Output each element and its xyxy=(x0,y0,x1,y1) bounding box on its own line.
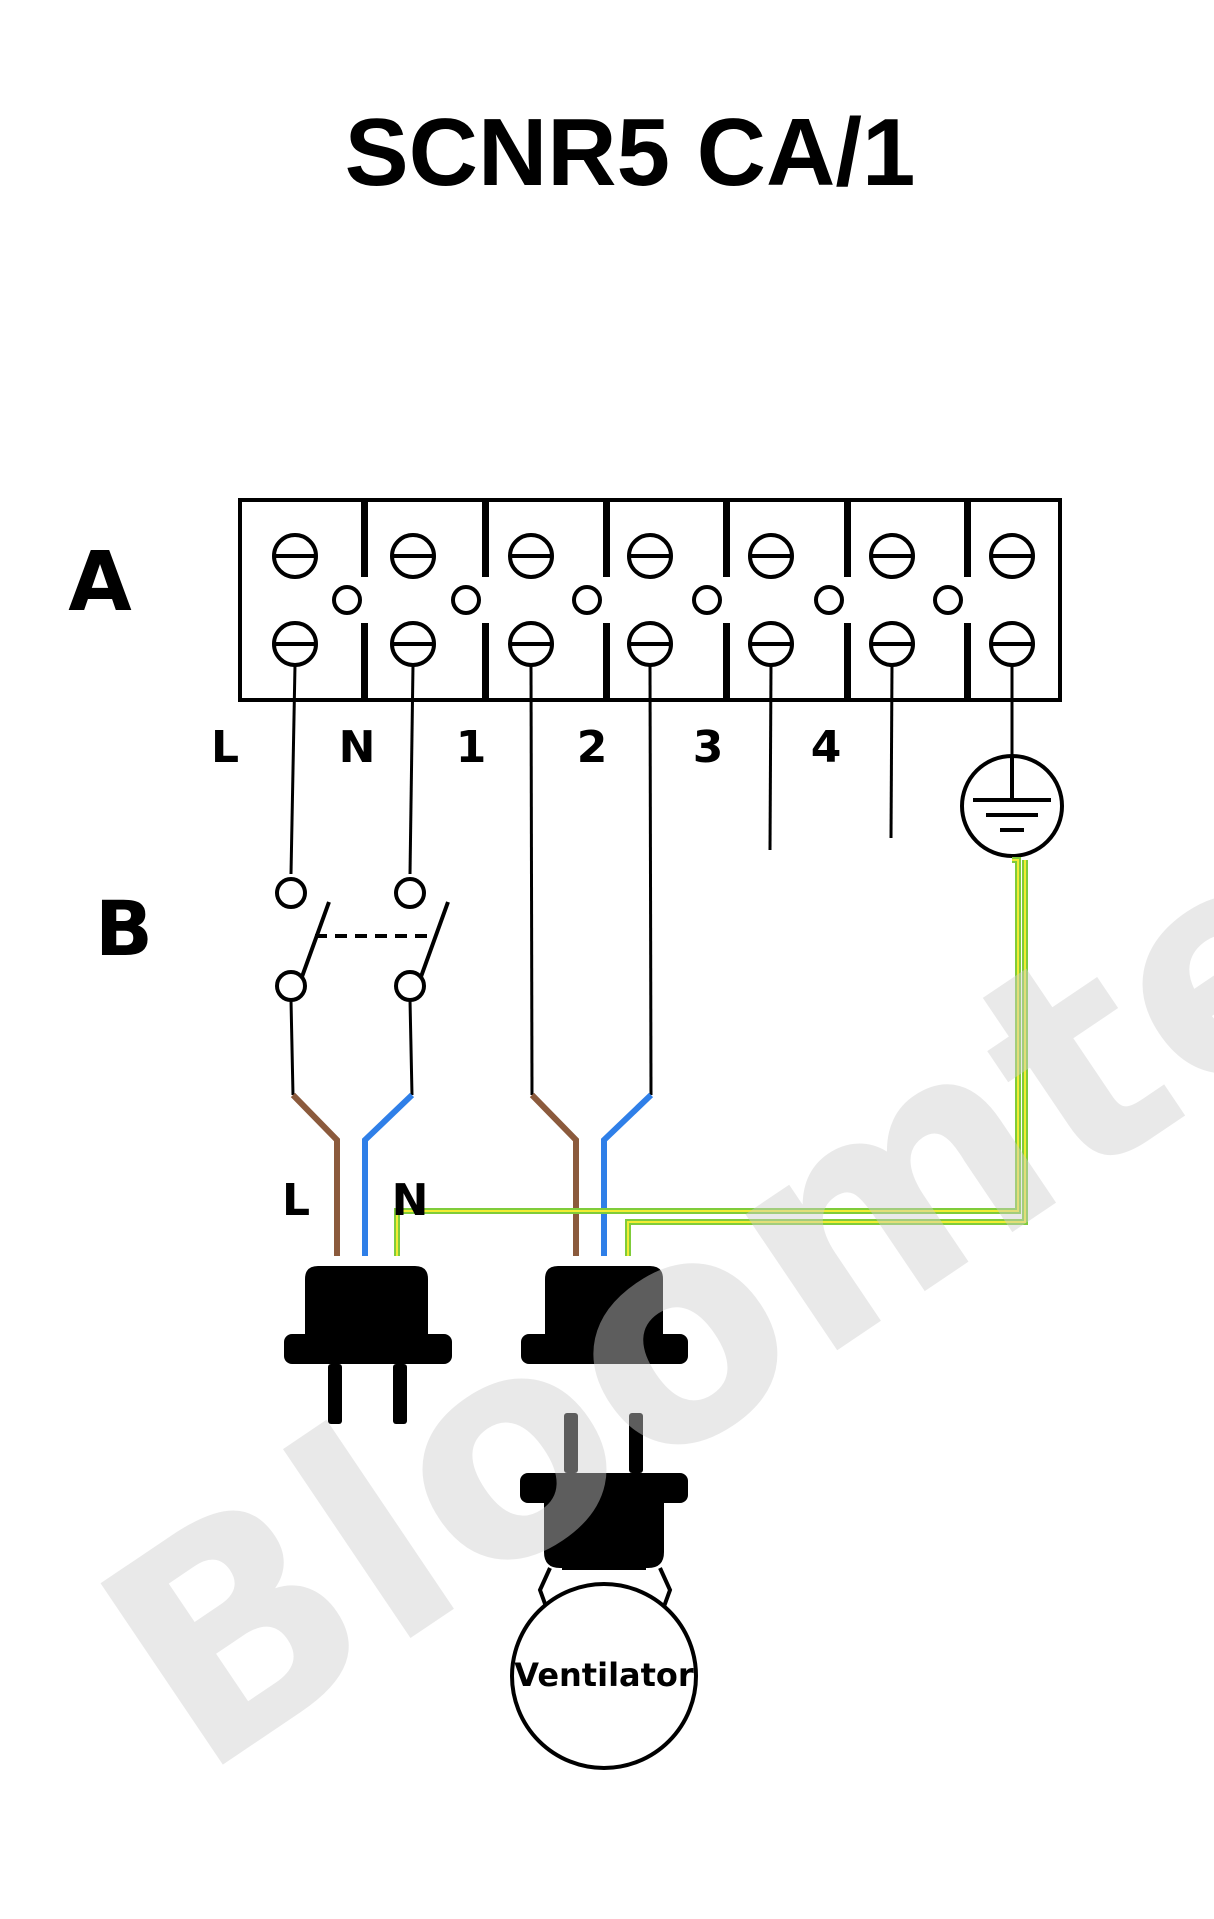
terminal-block-outline xyxy=(238,498,1062,702)
wire-earth-mains-stripe xyxy=(396,859,1019,1256)
switch-contact-bottom-l xyxy=(275,970,307,1002)
terminal-label-1: 1 xyxy=(456,722,487,773)
bridge-link-6 xyxy=(933,585,963,615)
bridge-link-5 xyxy=(814,585,844,615)
lead-n xyxy=(408,664,415,875)
wire-live-fan xyxy=(529,1092,579,1256)
terminal-label-4: 4 xyxy=(811,722,842,773)
mains-plug-icon xyxy=(284,1266,452,1424)
socket-icon xyxy=(521,1266,688,1364)
terminal-label-l: L xyxy=(211,722,239,773)
lead-4 xyxy=(889,664,894,839)
diagram-title: SCNR5 CA/1 xyxy=(345,99,916,206)
switch-contact-bottom-n xyxy=(394,970,426,1002)
terminal-screw-top-3 xyxy=(748,533,794,579)
ventilator-label: Ventilator xyxy=(514,1656,694,1694)
bridge-link-1 xyxy=(332,585,362,615)
switch-lead-l xyxy=(289,999,295,1096)
plug-labels: L N xyxy=(282,1175,428,1226)
terminal-screw-top-2 xyxy=(627,533,673,579)
double-pole-switch xyxy=(275,877,450,1096)
terminal-screw-top-1 xyxy=(508,533,554,579)
section-label-a: A xyxy=(68,535,132,630)
section-label-b: B xyxy=(95,884,153,973)
bridge-link-3 xyxy=(572,585,602,615)
fan-motor-circle xyxy=(510,1582,698,1770)
wire-live-mains xyxy=(290,1092,340,1256)
terminal-screw-bottom-3 xyxy=(748,621,794,667)
lead-l xyxy=(289,664,297,875)
terminal-screw-top-n xyxy=(390,533,436,579)
terminal-label-2: 2 xyxy=(577,722,608,773)
colored-wires xyxy=(290,857,1028,1256)
terminal-screw-top-l xyxy=(272,533,318,579)
terminal-screw-bottom-earth xyxy=(989,621,1035,667)
lead-3 xyxy=(768,664,773,851)
fan-plug-icon xyxy=(520,1413,688,1568)
switch-contact-top-n xyxy=(394,877,426,909)
switch-blade-n xyxy=(416,901,450,986)
wire-neutral-mains xyxy=(362,1092,415,1256)
switch-blade-l xyxy=(297,901,331,986)
terminal-screw-bottom-n xyxy=(390,621,436,667)
terminal-screw-top-earth xyxy=(989,533,1035,579)
terminal-screw-bottom-1 xyxy=(508,621,554,667)
terminal-label-n: N xyxy=(339,722,376,773)
terminal-screw-bottom-4 xyxy=(869,621,915,667)
bridge-link-2 xyxy=(451,585,481,615)
terminal-block xyxy=(238,498,1062,702)
plug-label-n: N xyxy=(392,1175,429,1226)
ventilator-icon: Ventilator xyxy=(510,1582,698,1770)
terminal-leads xyxy=(289,664,1014,1096)
bridge-link-4 xyxy=(692,585,722,615)
terminal-screw-bottom-l xyxy=(272,621,318,667)
switch-lead-n xyxy=(408,999,414,1096)
wire-neutral-fan xyxy=(601,1092,654,1256)
earth-icon xyxy=(960,754,1064,858)
terminal-label-3: 3 xyxy=(693,722,724,773)
terminal-screw-bottom-2 xyxy=(627,621,673,667)
wire-earth-fan-stripe xyxy=(627,860,1026,1256)
terminal-screw-top-4 xyxy=(869,533,915,579)
terminal-labels: L N 1 2 3 4 xyxy=(211,722,841,773)
plug-label-l: L xyxy=(282,1175,310,1226)
lead-2 xyxy=(648,664,653,1096)
switch-contact-top-l xyxy=(275,877,307,909)
lead-1 xyxy=(529,664,534,1096)
